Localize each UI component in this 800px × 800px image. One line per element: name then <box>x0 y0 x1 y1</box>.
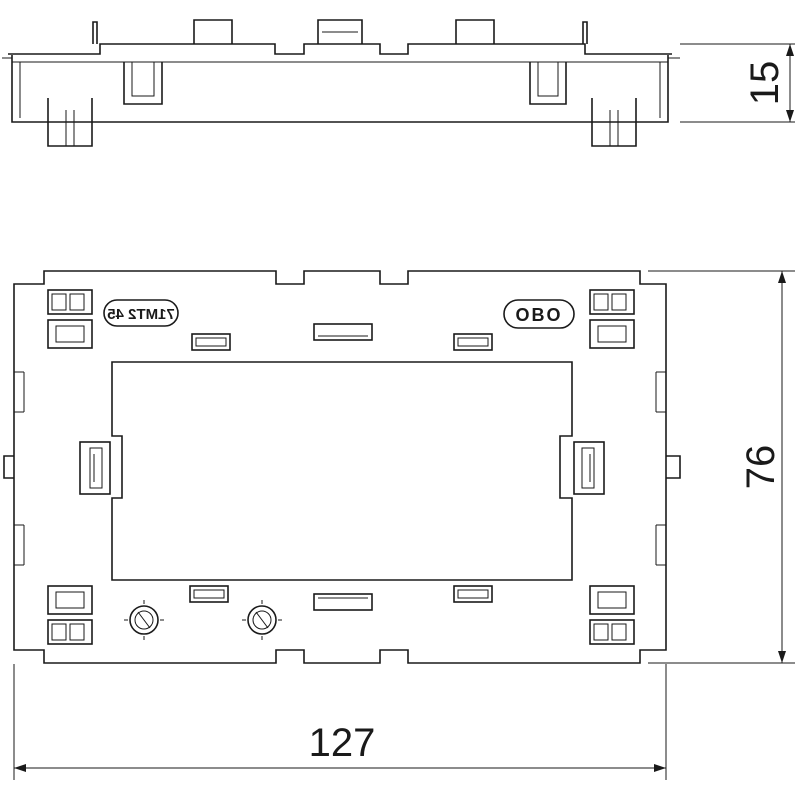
dimension-depth-label: 15 <box>743 61 787 106</box>
dimension-height: 76 <box>648 270 795 664</box>
side-view <box>2 19 680 147</box>
brand-logo: OBO <box>503 299 575 329</box>
corner-blocks <box>47 289 635 645</box>
screw-symbol-left <box>124 600 164 640</box>
top-clips <box>191 323 493 351</box>
brand-logo-text: OBO <box>515 305 562 325</box>
dimension-width-label: 127 <box>309 721 376 765</box>
screw-symbol-right <box>242 600 282 640</box>
dimension-width: 127 <box>13 664 667 780</box>
dimension-depth: 15 <box>680 43 795 123</box>
part-number-text: 71MT2 45 <box>107 306 175 323</box>
right-clip <box>573 441 605 495</box>
front-view: 71MT2 45 OBO <box>3 270 681 664</box>
part-number-marking: 71MT2 45 <box>103 299 179 327</box>
dimension-height-label: 76 <box>739 445 783 490</box>
left-clip <box>79 441 111 495</box>
bottom-clips <box>189 585 493 611</box>
